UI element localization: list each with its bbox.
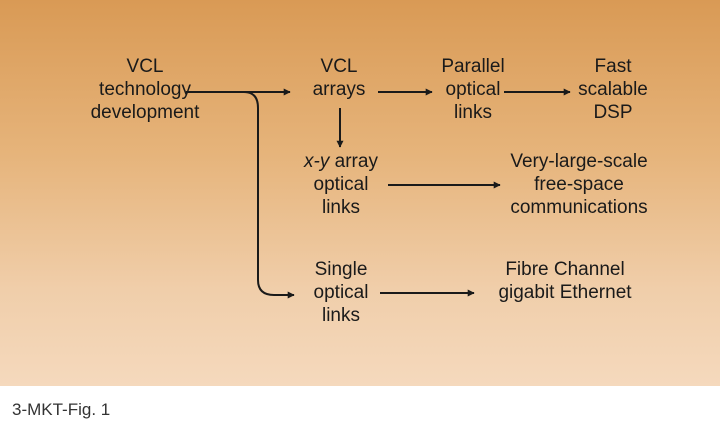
diagram-panel: VCL technology development VCL arrays Pa… <box>0 0 720 386</box>
node-line: Fast <box>594 56 632 77</box>
node-very-large-scale-free-space: Very-large-scale free-space communicatio… <box>494 150 664 219</box>
node-line: optical <box>313 174 369 195</box>
node-vcl-arrays: VCL arrays <box>296 55 382 101</box>
node-parallel-optical-links: Parallel optical links <box>430 55 516 124</box>
node-line: scalable <box>578 79 648 100</box>
node-line: Single <box>314 259 368 280</box>
node-line: development <box>90 102 200 123</box>
edge-tech-to-single <box>243 91 295 299</box>
node-line: arrays <box>312 79 366 100</box>
node-line-rest: array <box>329 151 378 172</box>
node-line: DSP <box>593 102 633 123</box>
node-vcl-technology-development: VCL technology development <box>90 55 200 124</box>
variable-xy: x-y <box>304 151 330 172</box>
node-line: links <box>321 305 360 326</box>
node-line: x-y array <box>292 150 390 173</box>
node-line: VCL <box>126 56 164 77</box>
node-line: Parallel <box>441 56 505 77</box>
node-line: Very-large-scale <box>510 151 648 172</box>
node-line: links <box>453 102 492 123</box>
edges-layer <box>186 88 571 299</box>
node-line: free-space <box>534 174 624 195</box>
node-line: Fibre Channel <box>505 259 625 280</box>
node-line: VCL <box>320 56 358 77</box>
figure-caption: 3-MKT-Fig. 1 <box>12 400 111 419</box>
node-line: links <box>321 197 360 218</box>
node-xy-array-optical-links: x-y array optical links <box>292 150 390 219</box>
node-line: communications <box>510 197 648 218</box>
node-line: technology <box>99 79 191 100</box>
node-line: gigabit Ethernet <box>498 282 632 303</box>
node-fibre-channel-gigabit-ethernet: Fibre Channel gigabit Ethernet <box>480 258 650 304</box>
node-single-optical-links: Single optical links <box>300 258 382 327</box>
node-fast-scalable-dsp: Fast scalable DSP <box>568 55 658 124</box>
node-line: optical <box>445 79 501 100</box>
node-line: optical <box>313 282 369 303</box>
